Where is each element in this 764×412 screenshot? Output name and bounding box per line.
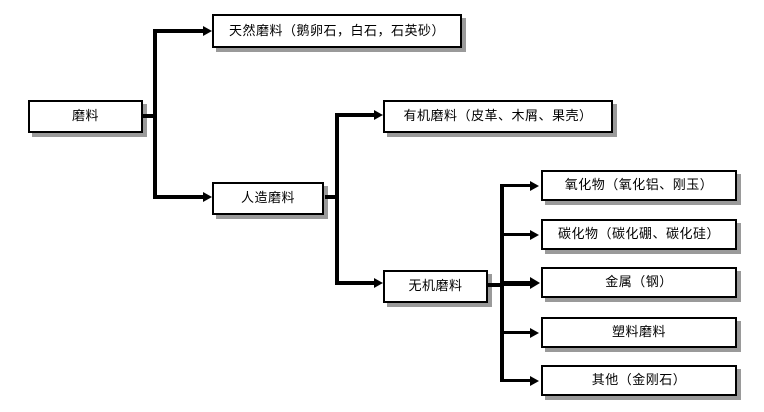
edge-root-stub <box>143 114 157 118</box>
arrowhead-plastic <box>530 328 539 338</box>
node-carbide[interactable]: 碳化物（碳化硼、碳化硅） <box>541 219 737 250</box>
edge-root-to-artificial <box>153 195 206 199</box>
node-root-label: 磨料 <box>71 109 99 124</box>
node-organic-label: 有机磨料（皮革、木屑、果壳） <box>403 109 593 124</box>
edge-spine-level1 <box>153 31 157 199</box>
node-other[interactable]: 其他（金刚石） <box>541 365 737 396</box>
node-inorganic-label: 无机磨料 <box>408 279 463 294</box>
arrowhead-carbide <box>530 230 539 240</box>
edge-inorganic-to-metal <box>500 281 533 286</box>
edge-inorganic-to-other <box>500 379 533 382</box>
edge-artificial-stub <box>325 195 339 199</box>
node-root[interactable]: 磨料 <box>28 100 143 133</box>
edge-root-to-natural <box>153 29 206 33</box>
node-oxide-label: 氧化物（氧化铝、刚玉） <box>564 178 714 193</box>
node-organic[interactable]: 有机磨料（皮革、木屑、果壳） <box>383 100 613 133</box>
edge-artificial-to-inorganic <box>335 281 377 285</box>
node-artificial[interactable]: 人造磨料 <box>212 182 324 215</box>
node-plastic-label: 塑料磨料 <box>611 325 666 340</box>
edge-inorganic-to-carbide <box>500 233 533 236</box>
edge-artificial-to-organic <box>335 113 377 117</box>
edge-spine-level2 <box>335 113 339 285</box>
arrowhead-metal <box>530 277 540 289</box>
node-artificial-label: 人造磨料 <box>240 191 295 206</box>
edge-inorganic-to-plastic <box>500 331 533 334</box>
arrowhead-organic <box>374 110 383 120</box>
arrowhead-oxide <box>530 181 539 191</box>
node-inorganic[interactable]: 无机磨料 <box>383 270 488 303</box>
node-other-label: 其他（金刚石） <box>591 373 687 388</box>
node-natural-label: 天然磨料（鹅卵石，白石，石英砂） <box>228 23 445 39</box>
node-metal[interactable]: 金属（钢） <box>541 267 737 298</box>
arrowhead-artificial <box>203 192 212 202</box>
node-oxide[interactable]: 氧化物（氧化铝、刚玉） <box>541 170 737 201</box>
arrowhead-inorganic <box>374 278 383 288</box>
arrowhead-natural <box>203 26 212 36</box>
edge-inorganic-to-oxide <box>500 184 533 187</box>
node-metal-label: 金属（钢） <box>605 275 673 290</box>
arrowhead-other <box>530 376 539 386</box>
node-carbide-label: 碳化物（碳化硼、碳化硅） <box>557 227 720 242</box>
edge-inorganic-stub <box>488 283 504 287</box>
node-natural[interactable]: 天然磨料（鹅卵石，白石，石英砂） <box>212 14 462 48</box>
node-plastic[interactable]: 塑料磨料 <box>541 317 737 348</box>
